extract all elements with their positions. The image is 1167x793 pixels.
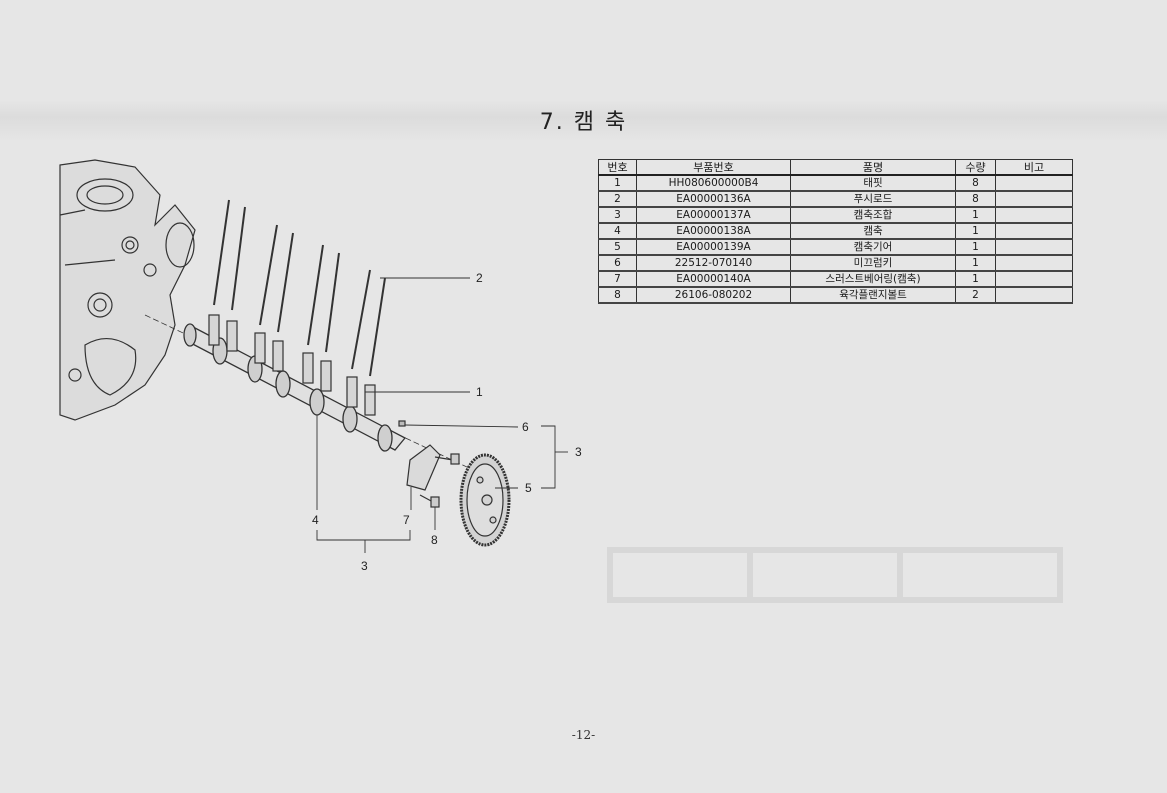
col-header-part-no: 부품번호 [636,159,791,176]
sliding-key [398,420,406,427]
cell-qty: 8 [955,174,996,192]
camshaft-exploded-diagram: 2 1 6 3 5 4 7 8 3 [59,159,582,573]
cell-qty: 1 [955,238,996,256]
callout-2: 2 [476,271,483,285]
bleed-through-shadow [607,547,1063,603]
callout-4: 4 [312,513,319,527]
cell-qty: 1 [955,270,996,288]
cell-name: 육각플랜지볼트 [790,286,956,304]
col-header-qty: 수량 [955,159,996,176]
camshaft-gear [459,453,511,547]
callout-3-group: 3 [575,445,582,459]
cell-no: 8 [598,286,637,304]
cell-name: 푸시로드 [790,190,956,208]
thrust-plate [406,444,441,491]
cell-note [995,286,1073,304]
scan-shading [0,100,1167,142]
cell-qty: 1 [955,206,996,224]
callout-3-assembly: 3 [361,559,368,573]
page-title: 7. 캠 축 [539,110,628,135]
table-row: 6 22512-070140 미끄럼키 1 [598,254,1073,272]
cell-part-no: 22512-070140 [636,254,791,272]
cell-part-no: EA00000137A [636,206,791,224]
cell-name: 캠축조합 [790,206,956,224]
cell-part-no: HH080600000B4 [636,174,791,192]
cell-note [995,190,1073,208]
callout-7: 7 [403,513,410,527]
table-row: 8 26106-080202 육각플랜지볼트 2 [598,286,1073,304]
cell-part-no: EA00000139A [636,238,791,256]
cell-part-no: EA00000140A [636,270,791,288]
table-row: 3 EA00000137A 캠축조합 1 [598,206,1073,224]
cell-part-no: 26106-080202 [636,286,791,304]
tappets [208,314,376,416]
callout-8: 8 [431,533,438,547]
cell-note [995,174,1073,192]
callout-1: 1 [476,385,483,399]
cell-no: 6 [598,254,637,272]
callout-5: 5 [525,481,532,495]
cell-no: 3 [598,206,637,224]
cell-qty: 8 [955,190,996,208]
cell-no: 1 [598,174,637,192]
cell-note [995,206,1073,224]
push-rods [213,199,386,377]
table-row: 7 EA00000140A 스러스트베어링(캠축) 1 [598,270,1073,288]
cell-name: 태핏 [790,174,956,192]
cell-no: 4 [598,222,637,240]
cell-name: 미끄럼키 [790,254,956,272]
cell-name: 스러스트베어링(캠축) [790,270,956,288]
table-row: 1 HH080600000B4 태핏 8 [598,174,1073,192]
table-row: 5 EA00000139A 캠축기어 1 [598,238,1073,256]
col-header-note: 비고 [995,159,1073,176]
cell-no: 7 [598,270,637,288]
cell-qty: 1 [955,222,996,240]
cell-name: 캠축기어 [790,238,956,256]
cell-note [995,254,1073,272]
engine-block-housing [59,159,196,421]
cell-no: 5 [598,238,637,256]
col-header-name: 품명 [790,159,956,176]
camshaft [183,323,407,452]
callout-6: 6 [522,420,529,434]
cell-part-no: EA00000138A [636,222,791,240]
cell-no: 2 [598,190,637,208]
cell-note [995,222,1073,240]
parts-table: 번호 부품번호 품명 수량 비고 1 HH080600000B4 태핏 8 2 … [598,159,1073,304]
col-header-no: 번호 [598,159,637,176]
cell-note [995,270,1073,288]
table-row: 4 EA00000138A 캠축 1 [598,222,1073,240]
page-number: -12- [571,728,596,742]
cell-name: 캠축 [790,222,956,240]
table-row: 2 EA00000136A 푸시로드 8 [598,190,1073,208]
cell-qty: 2 [955,286,996,304]
table-header-row: 번호 부품번호 품명 수량 비고 [598,159,1073,176]
cell-qty: 1 [955,254,996,272]
cell-part-no: EA00000136A [636,190,791,208]
cell-note [995,238,1073,256]
